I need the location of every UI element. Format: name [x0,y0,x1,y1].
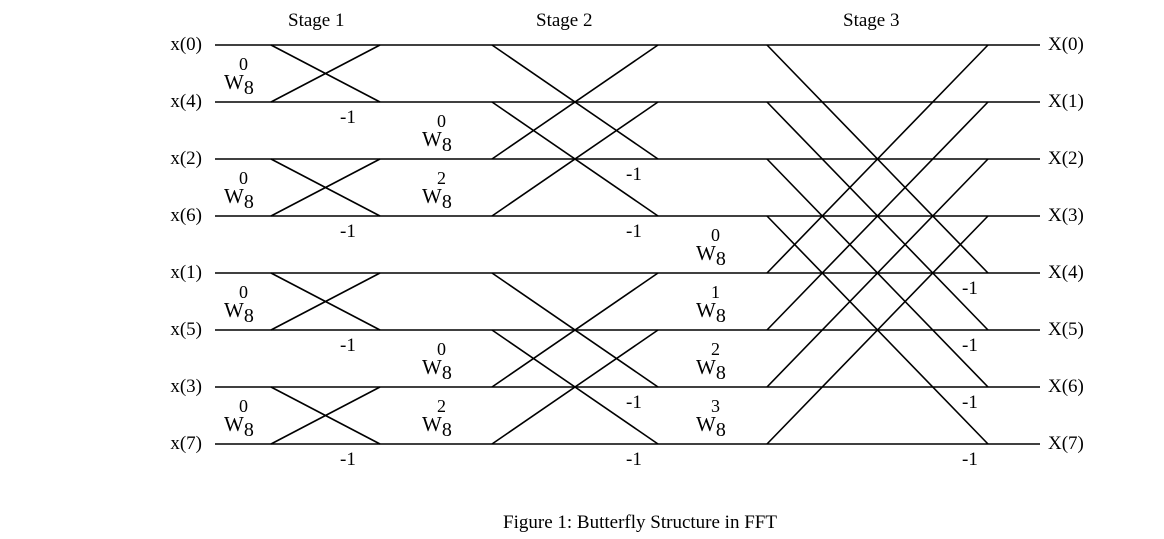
minus-one-label: -1 [340,221,356,242]
output-label: X(1) [1048,91,1084,112]
stage-title: Stage 3 [843,10,900,31]
input-label: x(3) [170,376,202,397]
minus-one-label: -1 [340,449,356,470]
input-label: x(6) [170,205,202,226]
twiddle-factor: W8 2 [696,340,726,383]
twiddle-exponent: 2 [711,339,720,359]
stage-title: Stage 2 [536,10,593,31]
twiddle-exponent: 3 [711,396,720,416]
input-label: x(4) [170,91,202,112]
twiddle-factor: W8 0 [696,226,726,269]
butterfly-edge [270,158,381,217]
twiddle-exponent: 0 [437,339,446,359]
butterfly-edge [270,44,381,103]
twiddle-exponent: 0 [239,54,248,74]
butterfly-edge [491,329,659,445]
minus-one-label: -1 [626,392,642,413]
minus-one-label: -1 [626,449,642,470]
twiddle-base: W [224,184,244,208]
output-label: X(7) [1048,433,1084,454]
twiddle-subscript: 8 [715,305,726,327]
twiddle-factor: W8 2 [422,397,452,440]
twiddle-subscript: 8 [715,419,726,441]
output-label: X(6) [1048,376,1084,397]
output-label: X(2) [1048,148,1084,169]
twiddle-base: W [696,298,716,322]
twiddle-exponent: 0 [239,396,248,416]
minus-one-label: -1 [340,107,356,128]
twiddle-exponent: 2 [437,168,446,188]
minus-one-label: -1 [962,392,978,413]
twiddle-factor: W8 0 [224,55,254,98]
input-label: x(1) [170,262,202,283]
twiddle-base: W [422,412,442,436]
twiddle-base: W [696,241,716,265]
twiddle-subscript: 8 [243,419,254,441]
twiddle-subscript: 8 [243,305,254,327]
output-label: X(0) [1048,34,1084,55]
twiddle-factor: W8 0 [422,112,452,155]
twiddle-factor: W8 0 [224,283,254,326]
twiddle-factor: W8 0 [422,340,452,383]
twiddle-base: W [224,298,244,322]
minus-one-label: -1 [962,278,978,299]
twiddle-subscript: 8 [441,191,452,213]
butterfly-edge [766,158,989,388]
butterfly-edge [766,101,989,331]
twiddle-exponent: 0 [711,225,720,245]
minus-one-label: -1 [626,164,642,185]
twiddle-factor: W8 2 [422,169,452,212]
output-label: X(5) [1048,319,1084,340]
output-label: X(4) [1048,262,1084,283]
input-label: x(7) [170,433,202,454]
minus-one-label: -1 [962,449,978,470]
figure-caption: Figure 1: Butterfly Structure in FFT [503,512,777,533]
stage-title: Stage 1 [288,10,345,31]
twiddle-factor: W8 0 [224,169,254,212]
butterfly-edge [270,272,381,331]
butterfly-edge [766,215,989,445]
twiddle-subscript: 8 [715,362,726,384]
twiddle-subscript: 8 [441,362,452,384]
minus-one-label: -1 [626,221,642,242]
twiddle-base: W [224,70,244,94]
twiddle-subscript: 8 [243,191,254,213]
twiddle-base: W [696,355,716,379]
minus-one-label: -1 [962,335,978,356]
twiddle-factor: W8 0 [224,397,254,440]
butterfly-edge [270,386,381,445]
twiddle-factor: W8 3 [696,397,726,440]
twiddle-factor: W8 1 [696,283,726,326]
twiddle-base: W [696,412,716,436]
twiddle-base: W [422,127,442,151]
output-label: X(3) [1048,205,1084,226]
butterfly-edge [491,44,659,160]
twiddle-base: W [224,412,244,436]
twiddle-subscript: 8 [715,248,726,270]
twiddle-exponent: 0 [239,282,248,302]
twiddle-exponent: 1 [711,282,720,302]
twiddle-subscript: 8 [441,134,452,156]
twiddle-base: W [422,355,442,379]
butterfly-edge [491,272,659,388]
input-label: x(0) [170,34,202,55]
twiddle-exponent: 2 [437,396,446,416]
minus-one-label: -1 [340,335,356,356]
input-label: x(2) [170,148,202,169]
twiddle-exponent: 0 [437,111,446,131]
twiddle-subscript: 8 [243,77,254,99]
twiddle-subscript: 8 [441,419,452,441]
input-label: x(5) [170,319,202,340]
butterfly-edge [491,101,659,217]
butterfly-edge [766,44,989,274]
twiddle-base: W [422,184,442,208]
twiddle-exponent: 0 [239,168,248,188]
